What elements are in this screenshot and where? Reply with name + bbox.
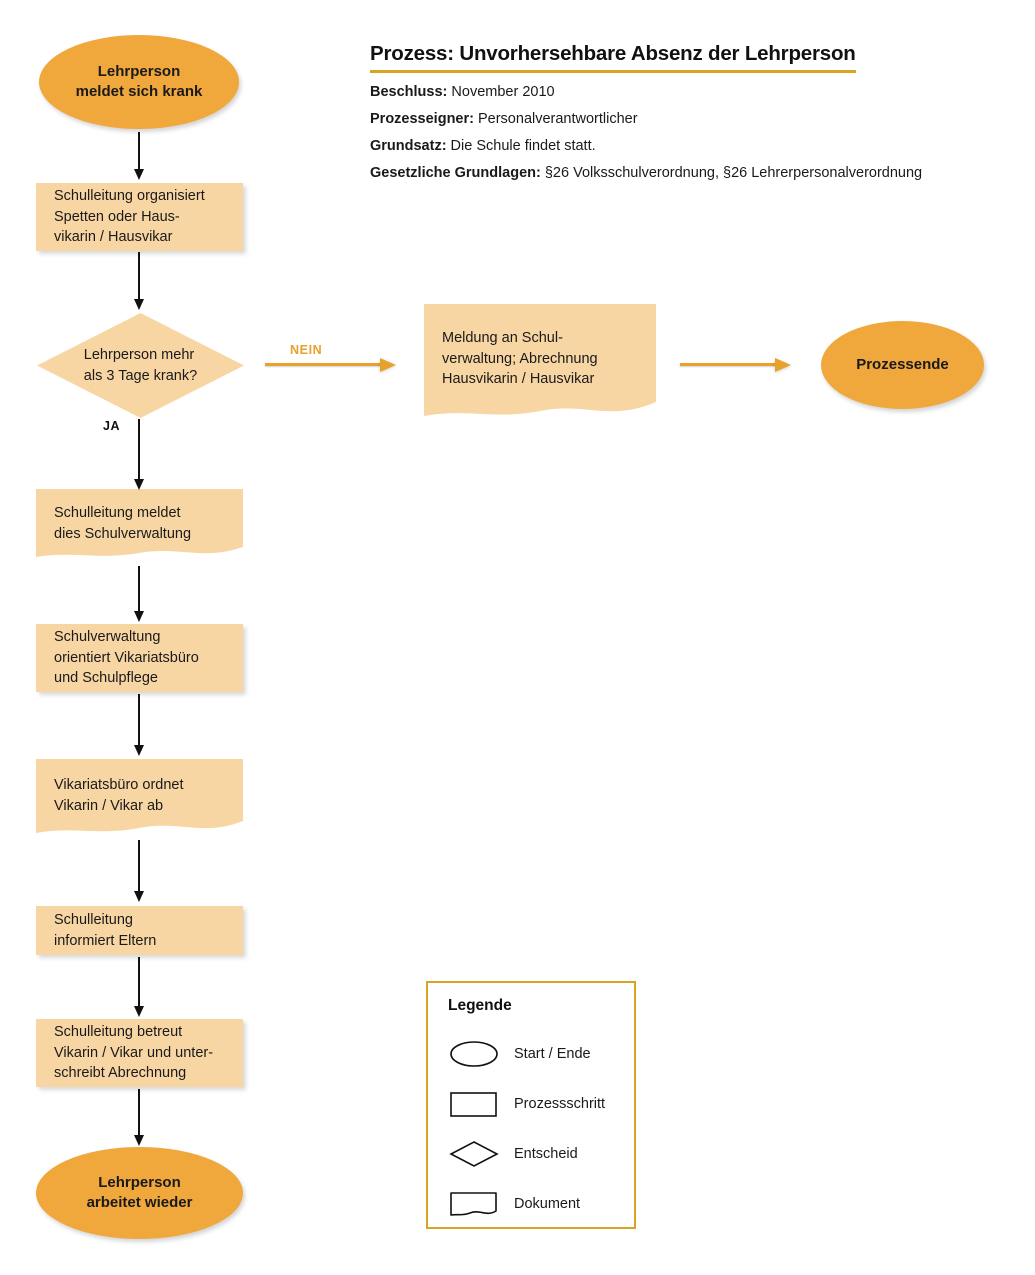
arrow-betreut-to-arbeitet-wieder	[129, 1089, 149, 1146]
node-doc-vikariatsbuero-label: Vikariatsbüro ordnet Vikarin / Vikar ab	[54, 777, 184, 814]
legend-item-dokument: Dokument	[448, 1189, 580, 1219]
meta-value-prozesseigner: Personalverantwortlicher	[473, 111, 638, 127]
arrow-orientiert-to-vikariatsbuero	[129, 694, 149, 756]
meta-line-beschluss: Beschluss: November 2010	[370, 84, 1015, 100]
diamond-icon	[448, 1139, 504, 1169]
arrow-eltern-to-betreut	[129, 957, 149, 1017]
node-schulleitung-organisiert[interactable]: Schulleitung organisiert Spetten oder Ha…	[36, 183, 243, 251]
legend-label-start-ende: Start / Ende	[514, 1046, 591, 1062]
document-icon	[36, 489, 243, 557]
meta-value-grundlagen: §26 Volksschulverordnung, §26 Lehrerpers…	[540, 165, 923, 181]
connector-decision-ja-stem	[138, 419, 140, 454]
legend-label-prozessschritt: Prozessschritt	[514, 1096, 606, 1112]
node-schulverwaltung-orientiert-label: Schulverwaltung orientiert Vikariatsbüro…	[54, 629, 199, 687]
meta-label-grundsatz: Grundsatz:	[370, 138, 447, 154]
legend-label-entscheid: Entscheid	[514, 1146, 578, 1162]
node-schulverwaltung-orientiert[interactable]: Schulverwaltung orientiert Vikariatsbüro…	[36, 624, 243, 692]
node-doc-meldung-schulverwaltung[interactable]: Meldung an Schul- verwaltung; Abrechnung…	[424, 304, 656, 422]
node-schulleitung-betreut[interactable]: Schulleitung betreut Vikarin / Vikar und…	[36, 1019, 243, 1087]
arrow-nein-to-meldung	[265, 358, 396, 372]
node-doc-meldung-label: Meldung an Schul- verwaltung; Abrechnung…	[442, 330, 598, 388]
branch-label-ja: JA	[103, 419, 121, 433]
legend-box: Legende Start / Ende Prozessschritt	[426, 981, 636, 1229]
document-icon	[424, 304, 656, 416]
diamond-icon	[37, 313, 244, 418]
node-schulleitung-informiert-eltern[interactable]: Schulleitung informiert Eltern	[36, 906, 243, 955]
node-start-lehrperson-meldet-sich-krank[interactable]: Lehrperson meldet sich krank	[39, 35, 239, 129]
node-schulleitung-organisiert-label: Schulleitung organisiert Spetten oder Ha…	[54, 188, 205, 246]
node-schulleitung-betreut-label: Schulleitung betreut Vikarin / Vikar und…	[54, 1024, 214, 1082]
meta-line-grundsatz: Grundsatz: Die Schule findet statt.	[370, 138, 1015, 154]
node-decision-label: Lehrperson mehr als 3 Tage krank?	[83, 346, 198, 384]
node-doc-schulleitung-meldet[interactable]: Schulleitung meldet dies Schulverwaltung	[36, 489, 243, 561]
legend-item-start-ende: Start / Ende	[448, 1039, 591, 1069]
branch-label-nein: NEIN	[290, 343, 323, 357]
node-prozessende-label: Prozessende	[856, 355, 949, 373]
node-end-label: Lehrperson arbeitet wieder	[86, 1173, 193, 1211]
legend-label-dokument: Dokument	[514, 1196, 581, 1212]
legend-item-prozessschritt: Prozessschritt	[448, 1089, 605, 1119]
node-end-lehrperson-arbeitet-wieder[interactable]: Lehrperson arbeitet wieder	[36, 1147, 243, 1239]
rectangle-icon	[448, 1089, 504, 1119]
page-title: Prozess: Unvorhersehbare Absenz der Lehr…	[370, 42, 856, 73]
arrow-organise-to-decision	[129, 252, 149, 310]
node-schulleitung-informiert-eltern-label: Schulleitung informiert Eltern	[54, 911, 157, 949]
node-start-label: Lehrperson meldet sich krank	[75, 62, 203, 100]
node-decision-mehr-als-3-tage[interactable]: Lehrperson mehr als 3 Tage krank?	[36, 312, 245, 419]
meta-label-beschluss: Beschluss:	[370, 84, 448, 100]
arrow-meldung-to-prozessende	[680, 358, 791, 372]
legend-item-entscheid: Entscheid	[448, 1139, 578, 1169]
meta-label-prozesseigner: Prozesseigner:	[370, 111, 474, 127]
node-prozessende[interactable]: Prozessende	[821, 321, 984, 409]
document-icon	[36, 759, 243, 833]
legend-title: Legende	[448, 997, 512, 1014]
meta-value-grundsatz: Die Schule findet statt.	[446, 138, 596, 154]
arrow-decision-to-meldet	[129, 440, 149, 490]
ellipse-icon	[448, 1039, 504, 1069]
meta-line-grundlagen: Gesetzliche Grundlagen: §26 Volksschulve…	[370, 165, 1015, 181]
meta-value-beschluss: November 2010	[447, 84, 555, 100]
node-doc-vikariatsbuero-ordnet[interactable]: Vikariatsbüro ordnet Vikarin / Vikar ab	[36, 759, 243, 837]
node-doc-schulleitung-meldet-label: Schulleitung meldet dies Schulverwaltung	[54, 505, 192, 542]
header-block: Prozess: Unvorhersehbare Absenz der Lehr…	[370, 42, 1015, 181]
meta-line-prozesseigner: Prozesseigner: Personalverantwortlicher	[370, 111, 1015, 127]
arrow-start-to-organise	[129, 132, 149, 180]
document-icon	[448, 1189, 504, 1219]
arrow-meldet-to-orientiert	[129, 566, 149, 622]
arrow-vikariatsbuero-to-eltern	[129, 840, 149, 902]
meta-label-grundlagen: Gesetzliche Grundlagen:	[370, 165, 541, 181]
